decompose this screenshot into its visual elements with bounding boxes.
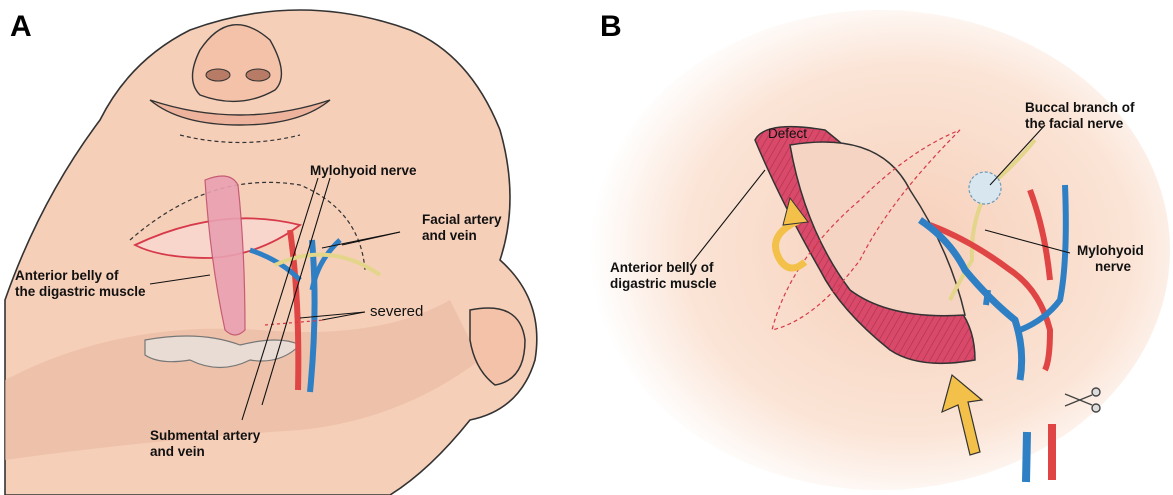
label-digastric-line1: Anterior belly of: [15, 268, 119, 283]
label-facial-artery-line1: Facial artery: [422, 212, 502, 227]
panel-a-illustration: [0, 0, 585, 495]
label-buccal-line1: Buccal branch of: [1025, 100, 1135, 115]
label-mylohyoid-b-line2: nerve: [1095, 259, 1131, 274]
panel-a: A Mylohyoid nerve Facial artery and vein…: [0, 0, 585, 495]
panel-b: B Defect Buccal branch of the facial ner…: [590, 0, 1173, 495]
nerve-circle: [969, 172, 1001, 204]
label-buccal-line2: the facial nerve: [1025, 116, 1123, 131]
label-digastric-b-line2: digastric muscle: [610, 276, 717, 291]
nostril-left: [206, 69, 230, 81]
label-mylohyoid-nerve: Mylohyoid nerve: [310, 163, 417, 178]
label-facial-artery-line2: and vein: [422, 228, 477, 243]
label-digastric-b-line1: Anterior belly of: [610, 260, 714, 275]
label-submental-line1: Submental artery: [150, 428, 260, 443]
label-digastric-line2: the digastric muscle: [15, 284, 146, 299]
label-mylohyoid-b-line1: Mylohyoid: [1077, 243, 1144, 258]
nostril-right: [246, 69, 270, 81]
panel-letter: A: [10, 10, 32, 44]
label-severed: severed: [370, 304, 423, 319]
cut-vein-stub: [1026, 432, 1027, 482]
label-submental-line2: and vein: [150, 444, 205, 459]
panel-letter: B: [600, 10, 622, 44]
label-defect: Defect: [768, 126, 807, 141]
